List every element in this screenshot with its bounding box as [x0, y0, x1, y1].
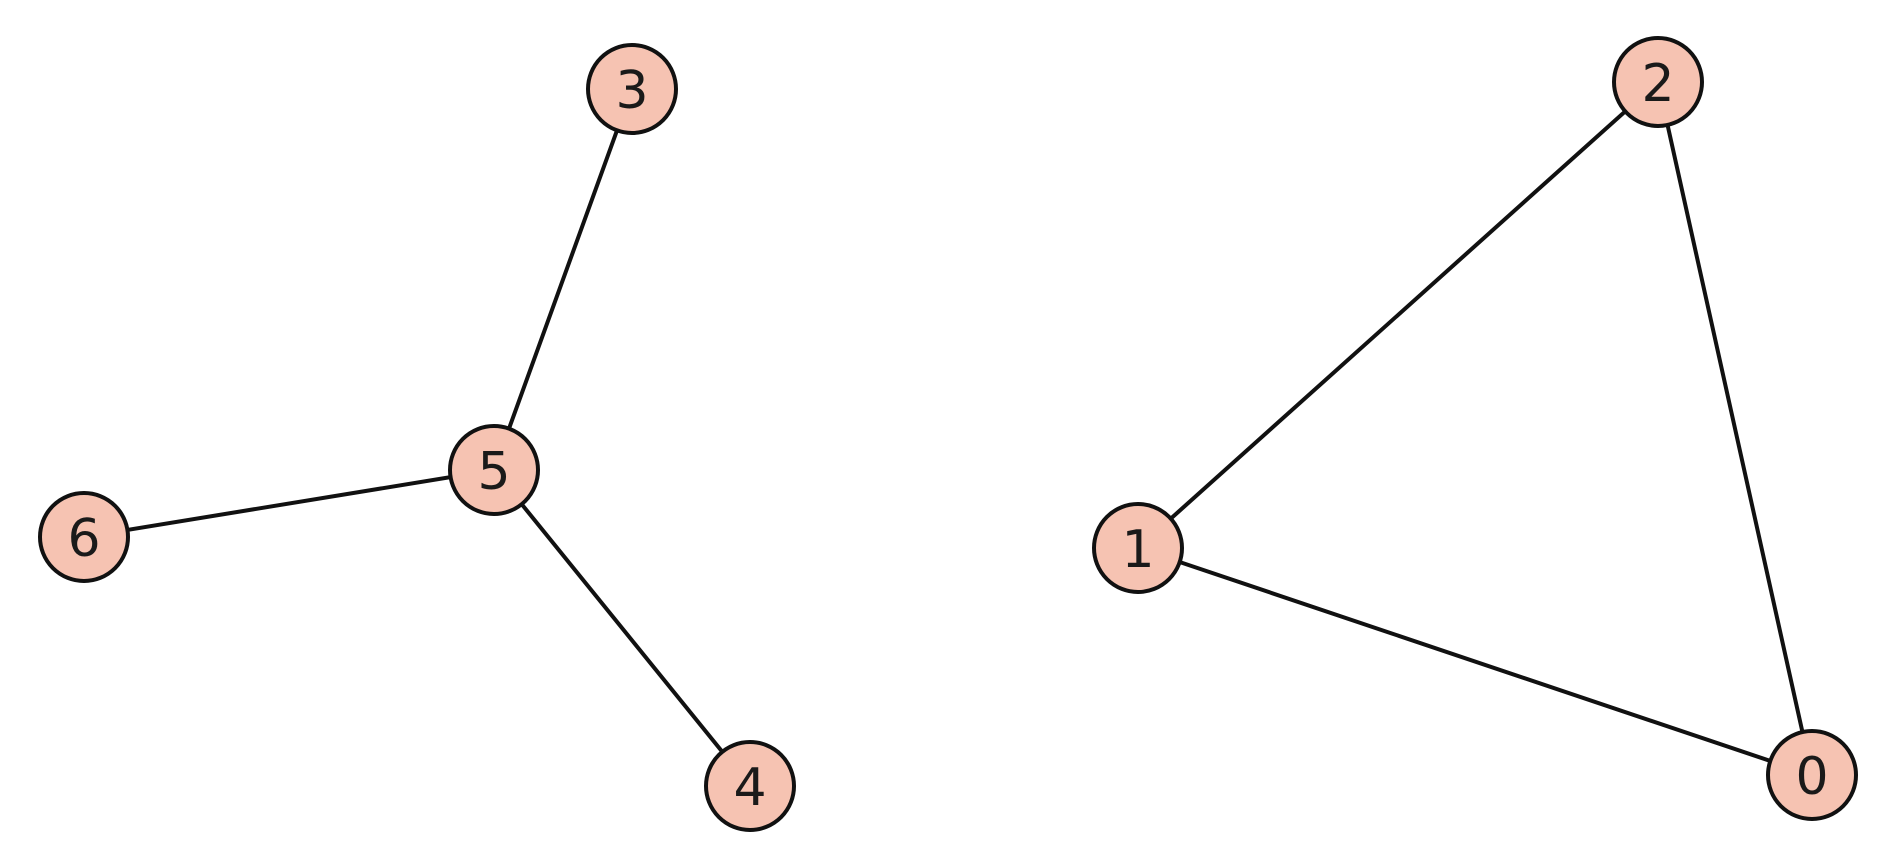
node-circle [704, 740, 796, 832]
node-label: 0 [1795, 747, 1828, 807]
node-circle [448, 424, 540, 516]
node-circle [1092, 502, 1184, 594]
nodes-layer: 0 1 2 3 4 5 6 [38, 36, 1858, 832]
node-3: 3 [586, 43, 678, 135]
node-label: 1 [1121, 520, 1154, 580]
node-label: 5 [477, 442, 510, 502]
edge-3-5 [492, 87, 634, 472]
node-label: 4 [733, 758, 766, 818]
node-6: 6 [38, 491, 130, 583]
node-circle [1612, 36, 1704, 128]
edge-1-2 [1136, 80, 1660, 550]
node-5: 5 [448, 424, 540, 516]
edge-5-6 [82, 468, 496, 539]
node-1: 1 [1092, 502, 1184, 594]
edges-layer [82, 80, 1814, 788]
edge-5-4 [492, 468, 752, 788]
node-circle [586, 43, 678, 135]
node-2: 2 [1612, 36, 1704, 128]
node-0: 0 [1766, 729, 1858, 821]
node-label: 3 [615, 61, 648, 121]
node-4: 4 [704, 740, 796, 832]
edge-2-0 [1656, 80, 1814, 777]
node-label: 6 [67, 509, 100, 569]
edge-1-0 [1136, 546, 1814, 777]
node-label: 2 [1641, 54, 1674, 114]
node-circle [1766, 729, 1858, 821]
node-circle [38, 491, 130, 583]
